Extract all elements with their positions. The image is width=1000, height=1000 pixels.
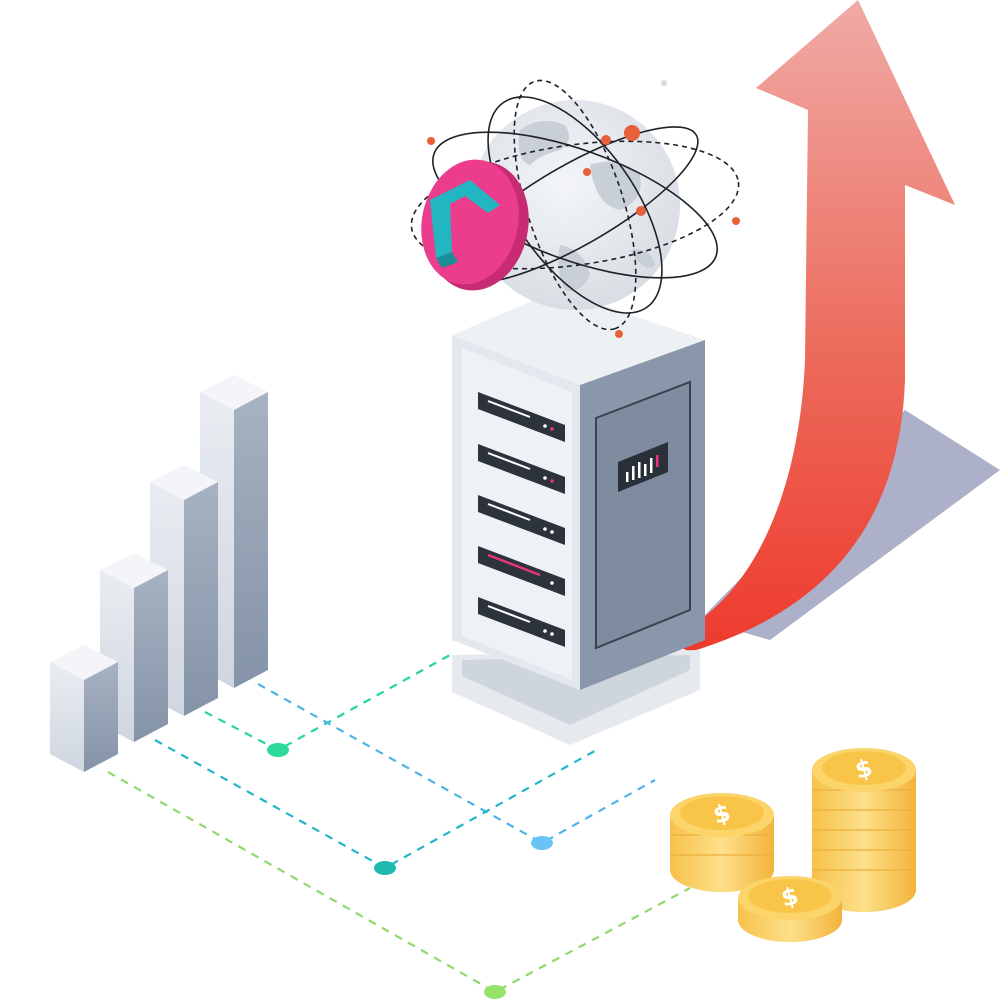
rack-slot-4 [478,546,565,596]
globe-network [410,79,740,338]
node-lime [484,985,506,999]
globe-continents [518,121,655,291]
bar-1 [50,645,118,772]
dollar-icon: $ [852,753,875,784]
equalizer-icon [618,442,668,492]
server-rack [452,290,705,745]
connector-nodes [267,743,553,999]
rack-slot-3 [478,495,565,545]
rack-slot-2 [478,444,565,494]
rack-slot-1 [478,392,565,442]
coin-stack-left: $ [670,793,774,892]
server-side-panel [595,380,691,650]
node-green [267,743,289,757]
node-teal [374,861,396,875]
node-blue [531,836,553,850]
coin-front: $ [738,876,842,942]
dollar-icon: $ [710,798,733,829]
coin-stack-tall: $ [812,748,916,912]
bar-chart [50,375,268,772]
arrow-corner-icon [421,159,529,291]
dollar-icon: $ [778,881,801,912]
coin-stacks: $ $ $ [670,748,916,942]
rack-slot-5 [478,597,565,647]
orbit-dots [427,80,740,338]
server-top [452,290,705,385]
growth-arrow [665,0,955,652]
